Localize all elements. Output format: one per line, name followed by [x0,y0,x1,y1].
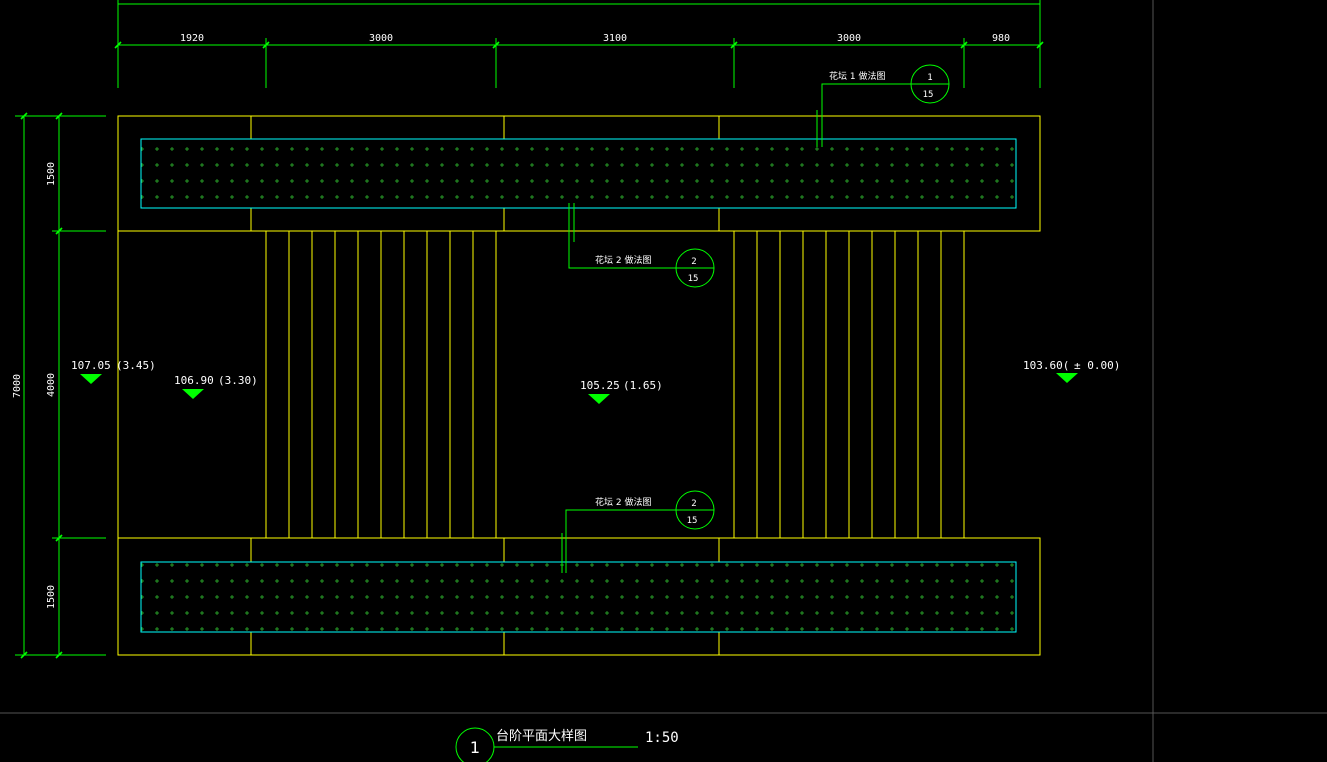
dim-top-4: 3000 [837,33,861,44]
elevation-marker-3: 105.25 (1.65) [580,379,663,404]
drawing-title: 1 台阶平面大样图 1:50 [455,727,679,762]
callout-detail-number: 1 [927,73,932,83]
bottom-planter-soil [140,561,1017,633]
elevation-triangle-icon [182,389,204,399]
bottom-planter [117,537,1041,656]
elevation-value: 105.25 [580,379,620,392]
callout-detail-number: 2 [691,257,696,267]
elevation-triangle-icon [80,374,102,384]
dim-left-2: 4000 [46,373,57,397]
elevation-value: 103.60( [1023,359,1069,372]
dim-top-5: 980 [992,33,1010,44]
callout-detail-number: 2 [691,499,696,509]
elevation-triangle-icon [1056,373,1078,383]
elevation-relative: (1.65) [623,379,663,392]
elevation-relative: (3.30) [218,374,258,387]
detail-callout-3: 花坛 2 做法图 2 15 [561,490,715,573]
right-stair-treads [733,231,965,538]
callout-sheet-number: 15 [923,90,934,100]
elevation-relative: (3.45) [116,359,156,372]
elevation-marker-1: 107.05 (3.45) [71,359,156,384]
callout-label: 花坛 2 做法图 [595,254,651,266]
top-dimension-labels: 1920 3000 3100 3000 980 [180,33,1010,44]
callout-sheet-number: 15 [687,516,698,526]
detail-callout-1: 花坛 1 做法图 1 15 [816,64,950,147]
title-scale: 1:50 [645,730,679,746]
elevation-value: 107.05 [71,359,111,372]
top-planter-soil [140,138,1017,209]
title-number: 1 [470,738,480,757]
dim-left-total: 7000 [12,374,23,398]
left-dimension-chain [15,112,106,659]
dim-top-2: 3000 [369,33,393,44]
elevation-marker-2: 106.90 (3.30) [174,374,258,399]
dim-top-3: 3100 [603,33,627,44]
left-stair-treads [265,231,497,538]
stair-zone [117,231,965,538]
elevation-triangle-icon [588,394,610,404]
callout-label: 花坛 2 做法图 [595,496,651,508]
left-dimension-labels: 7000 1500 4000 1500 [12,162,57,609]
dim-top-1: 1920 [180,33,204,44]
dim-left-3: 1500 [46,585,57,609]
detail-callout-2: 花坛 2 做法图 2 15 [568,203,715,288]
elevation-value: 106.90 [174,374,214,387]
elevation-marker-4: 103.60( ± 0.00) [1023,359,1120,383]
top-dimension-chain [114,0,1044,88]
callout-label: 花坛 1 做法图 [829,70,885,82]
title-name: 台阶平面大样图 [496,729,587,744]
dim-left-1: 1500 [46,162,57,186]
top-planter [117,115,1041,232]
callout-sheet-number: 15 [688,274,699,284]
elevation-relative: ± 0.00) [1074,359,1120,372]
